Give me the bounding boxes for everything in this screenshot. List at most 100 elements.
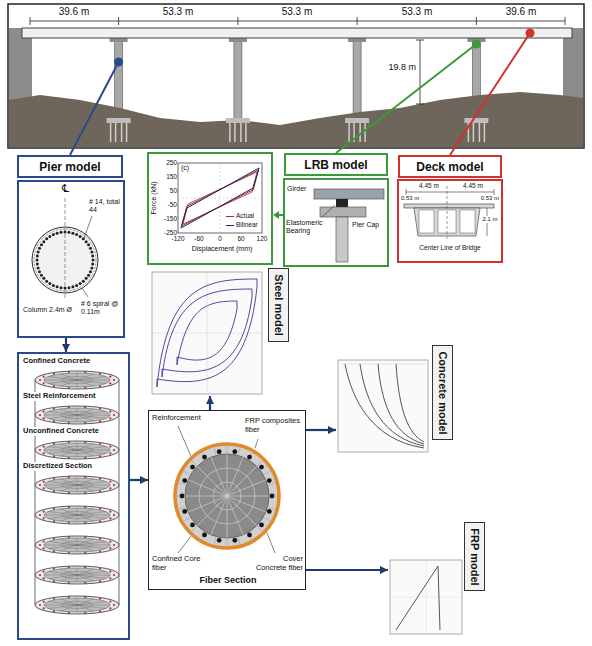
rebar-ring bbox=[67, 286, 70, 289]
rebar-ring bbox=[56, 232, 59, 235]
fiber-section-drawing bbox=[184, 517, 191, 521]
fiber-section-drawing bbox=[227, 496, 269, 497]
discretized-column bbox=[77, 515, 110, 516]
discretized-column bbox=[99, 478, 101, 480]
section-title: Fiber Section bbox=[189, 575, 267, 585]
concrete-curve bbox=[345, 364, 424, 448]
discretized-column bbox=[113, 604, 115, 606]
bridge-elevation bbox=[9, 92, 583, 147]
legend-text: Bilinear bbox=[236, 221, 258, 228]
span-dimension: 39.6 m bbox=[496, 6, 546, 18]
discretized-column bbox=[99, 508, 101, 510]
discretized-column bbox=[61, 377, 93, 384]
fiber-section-drawing bbox=[270, 494, 275, 499]
discretized-column bbox=[99, 610, 101, 612]
fiber-section-drawing bbox=[190, 523, 195, 528]
span-dimension: 39.6 m bbox=[49, 6, 99, 18]
discretized-column bbox=[35, 596, 119, 614]
lrb-illustration-panel bbox=[284, 179, 388, 266]
discretized-column bbox=[68, 522, 70, 524]
bridge-elevation bbox=[226, 118, 250, 123]
rebar-ring bbox=[64, 287, 67, 290]
axis-tick: -120 bbox=[168, 235, 188, 242]
discretized-column bbox=[44, 515, 77, 516]
discretized-column bbox=[53, 568, 55, 570]
discretized-column bbox=[99, 385, 101, 387]
discretized-column bbox=[44, 575, 77, 576]
discretized-column bbox=[68, 612, 70, 614]
discretized-column bbox=[109, 517, 111, 519]
discretized-column bbox=[99, 520, 101, 522]
axis-title: Displacement (mm) bbox=[180, 245, 264, 253]
rebar-ring bbox=[89, 247, 92, 250]
concrete-curve bbox=[360, 364, 424, 446]
fiber-section-drawing bbox=[267, 509, 272, 514]
discretized-column bbox=[77, 575, 110, 576]
dimension-label: Column 2.4m Ø bbox=[23, 306, 77, 314]
steel-curve bbox=[157, 279, 257, 387]
discretized-column bbox=[68, 441, 70, 443]
discretized-column bbox=[113, 544, 115, 546]
discretized-column bbox=[44, 538, 110, 552]
discretized-column bbox=[113, 574, 115, 576]
fiber-section-drawing bbox=[238, 448, 240, 456]
discretized-column bbox=[39, 544, 41, 546]
concrete-curve bbox=[378, 364, 424, 444]
dimension-label: 0.53 m bbox=[401, 195, 427, 202]
discretized-column bbox=[84, 371, 86, 373]
model-label: Steel model bbox=[272, 274, 284, 336]
model-title-box: LRB model bbox=[284, 153, 388, 176]
discretized-column bbox=[53, 490, 55, 492]
discretized-column bbox=[61, 602, 93, 609]
discretized-column bbox=[43, 577, 45, 579]
rebar-ring bbox=[64, 231, 67, 234]
fiber-section-drawing bbox=[227, 454, 228, 496]
axis-tick: 0 bbox=[210, 235, 230, 242]
discretized-column bbox=[39, 484, 41, 486]
fiber-section-drawing bbox=[227, 496, 228, 538]
fiber-section-drawing bbox=[202, 533, 207, 538]
rebar-ring bbox=[56, 285, 59, 288]
bridge-elevation bbox=[234, 38, 242, 123]
fiber-section-drawing bbox=[197, 496, 227, 526]
model-label-box: FRP model bbox=[464, 522, 485, 591]
discretized-column bbox=[77, 380, 110, 381]
discretized-column bbox=[99, 443, 101, 445]
discretized-column bbox=[61, 447, 93, 454]
discretized-column bbox=[44, 478, 110, 492]
rebar-ring bbox=[37, 266, 40, 269]
dimension-label: 4.45 m bbox=[459, 182, 487, 189]
discretized-column bbox=[113, 449, 115, 451]
rebar-ring bbox=[75, 284, 78, 287]
rebar-ring bbox=[91, 255, 94, 258]
discretized-column bbox=[53, 538, 55, 540]
discretized-column bbox=[68, 492, 70, 494]
discretized-column bbox=[39, 414, 41, 416]
discretized-column bbox=[109, 410, 111, 412]
discretized-column bbox=[77, 415, 110, 416]
discretized-column bbox=[44, 545, 77, 546]
material-model-panel: Steel model bbox=[150, 268, 290, 396]
discretized-column bbox=[99, 490, 101, 492]
lrb-curve-panel bbox=[148, 153, 272, 264]
frp-curve bbox=[390, 560, 462, 634]
pointer-line bbox=[526, 29, 535, 38]
part-label: Pier Cap bbox=[352, 221, 384, 229]
deck-section-panel bbox=[419, 210, 434, 233]
discretized-column bbox=[77, 545, 110, 546]
axis-tick: -50 bbox=[160, 201, 177, 208]
fiber-section-drawing bbox=[268, 507, 276, 509]
discretized-column bbox=[109, 577, 111, 579]
lrb-illustration-panel bbox=[273, 179, 388, 266]
discretized-column bbox=[44, 598, 110, 612]
pier-section bbox=[32, 198, 98, 300]
bridge-elevation bbox=[118, 17, 119, 25]
fiber-section-drawing bbox=[238, 537, 240, 545]
fiber-section-drawing bbox=[248, 532, 252, 539]
discretized-column bbox=[109, 607, 111, 609]
discretized-column bbox=[99, 550, 101, 552]
discretized-column bbox=[43, 600, 45, 602]
steel-curve bbox=[152, 272, 262, 394]
